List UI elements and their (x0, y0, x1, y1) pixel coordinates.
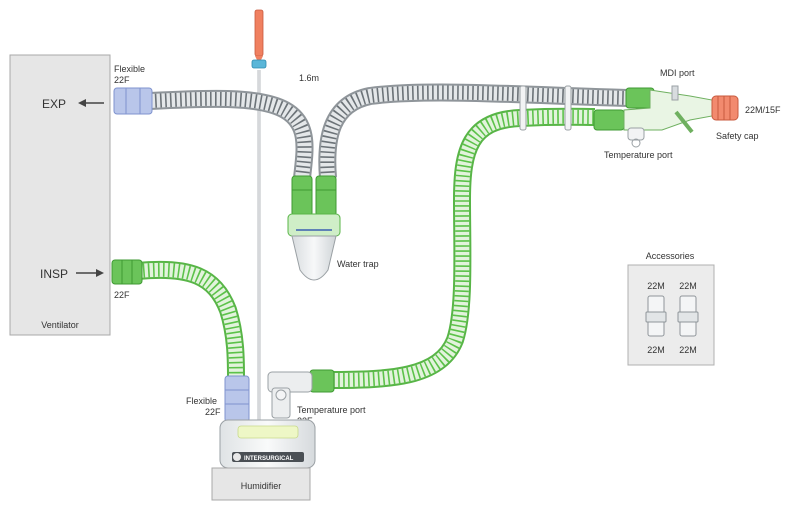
ventilator-label: Ventilator (41, 320, 79, 330)
ventilator: Ventilator EXP INSP (9, 54, 111, 336)
feed-clamp (251, 59, 267, 69)
safety-cap-label: Safety cap (716, 131, 759, 141)
exp-flexible-label-line2: 22F (114, 75, 130, 85)
humidifier-flexible-label-line1: Flexible (186, 396, 217, 406)
accessory-connector-1: 22M 22M (645, 281, 667, 355)
exp-arrow-icon (78, 99, 104, 107)
humidifier-brand-text: INTERSURGICAL (244, 456, 294, 462)
accessory-connector-2: 22M 22M (677, 281, 699, 355)
feed-spike (254, 9, 264, 57)
mdi-cap-strap (674, 110, 694, 134)
exp-flexible-label-line1: Flexible (114, 64, 145, 74)
accessories-panel: Accessories 22M 22M 22M 22M (627, 251, 715, 366)
mdi-port-label: MDI port (660, 68, 695, 78)
accessories-box (627, 264, 715, 366)
accessory-2-bottom-label: 22M (679, 345, 697, 355)
inspiratory-limb (111, 107, 596, 393)
insp-size-label: 22F (114, 290, 130, 300)
insp-port-label: INSP (40, 267, 68, 281)
humidifier-label: Humidifier (241, 481, 282, 491)
temperature-port-top (627, 127, 645, 141)
bottom-temperature-port-label-line1: Temperature port (297, 405, 366, 415)
safety-cap (711, 95, 739, 121)
humidifier-chamber: INTERSURGICAL (219, 419, 316, 469)
humidifier-temperature-port (267, 371, 313, 419)
mdi-port (671, 85, 679, 101)
humidifier-inlet-flexible (224, 375, 250, 423)
expiratory-limb (113, 83, 631, 179)
accessory-1-bottom-label: 22M (647, 345, 665, 355)
water-trap-bowl (291, 235, 337, 281)
tube-length-label: 1.6m (299, 73, 319, 83)
feed-line (251, 9, 267, 420)
humidifier-base (211, 467, 311, 501)
accessory-1-top-label: 22M (647, 281, 665, 291)
y-piece-size-label: 22M/15F (745, 105, 781, 115)
exp-port-label: EXP (42, 97, 66, 111)
insp-arrow-icon (76, 269, 104, 277)
water-trap (287, 175, 341, 281)
insp-connector (111, 259, 143, 285)
top-temperature-port-label: Temperature port (604, 150, 673, 160)
accessory-2-top-label: 22M (679, 281, 697, 291)
humidifier-flexible-label-line2: 22F (205, 407, 221, 417)
tube-clips (519, 85, 572, 131)
y-piece (593, 85, 713, 148)
humidifier-outlet-connector (309, 369, 335, 393)
exp-flexible-connector (113, 87, 153, 115)
accessories-title: Accessories (646, 251, 695, 261)
water-trap-label: Water trap (337, 259, 379, 269)
ventilator-body (9, 54, 111, 336)
